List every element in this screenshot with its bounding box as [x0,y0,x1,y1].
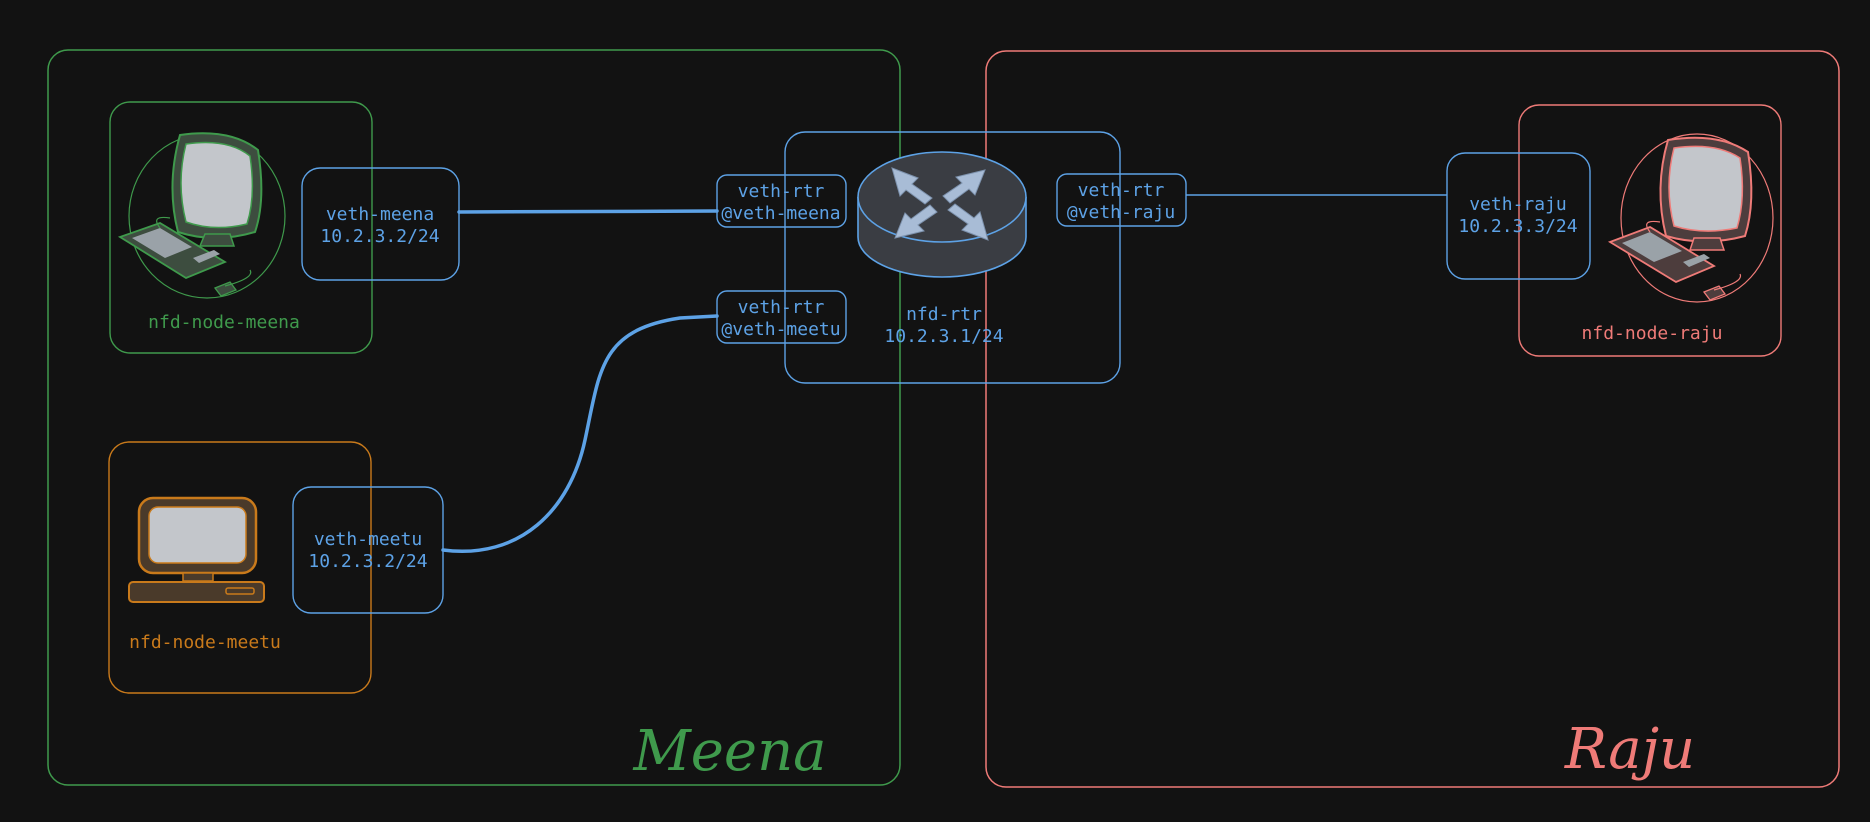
node-raju-box [1518,104,1782,357]
node-meetu-box [108,441,372,694]
link-veth-meena [457,209,719,214]
zone-raju-boundary [985,50,1840,788]
iface-rtr-meetu-line1: veth-rtr [738,297,825,318]
iface-rtr-meena-line2: @veth-meena [721,203,840,224]
iface-rtr-meena-box [716,174,847,228]
iface-veth-meetu-ip: 10.2.3.2/24 [308,551,427,572]
computer-meena-icon [117,132,286,299]
zone-raju-label: Raju [1564,717,1695,782]
computer-meetu-icon [128,496,265,603]
router-name: nfd-rtr [906,304,982,325]
router-icon [857,151,1027,278]
node-meena-box [109,101,373,354]
node-meetu-label: nfd-node-meetu [129,632,281,653]
link-veth-meetu [441,314,719,553]
iface-rtr-raju-line1: veth-rtr [1078,180,1165,201]
iface-veth-raju-box [1446,152,1591,280]
iface-veth-raju-ip: 10.2.3.3/24 [1458,216,1577,237]
iface-veth-meetu-name: veth-meetu [314,529,422,550]
computer-raju-icon [1607,133,1774,303]
iface-rtr-raju-box [1056,173,1187,227]
iface-veth-meena-name: veth-meena [326,204,434,225]
iface-veth-meetu-box [292,486,444,614]
router-ip: 10.2.3.1/24 [884,326,1003,347]
iface-veth-meena-ip: 10.2.3.2/24 [320,226,439,247]
iface-rtr-raju-line2: @veth-raju [1067,202,1175,223]
router-group-box [784,131,1121,384]
iface-rtr-meetu-line2: @veth-meetu [721,319,840,340]
iface-rtr-meena-line1: veth-rtr [738,181,825,202]
node-meena-label: nfd-node-meena [148,312,300,333]
node-raju-label: nfd-node-raju [1582,323,1723,344]
iface-rtr-meetu-box [716,290,847,344]
zone-meena-boundary [47,49,901,786]
iface-veth-raju-name: veth-raju [1469,194,1567,215]
zone-meena-label: Meena [632,719,826,784]
iface-veth-meena-box [301,167,460,281]
